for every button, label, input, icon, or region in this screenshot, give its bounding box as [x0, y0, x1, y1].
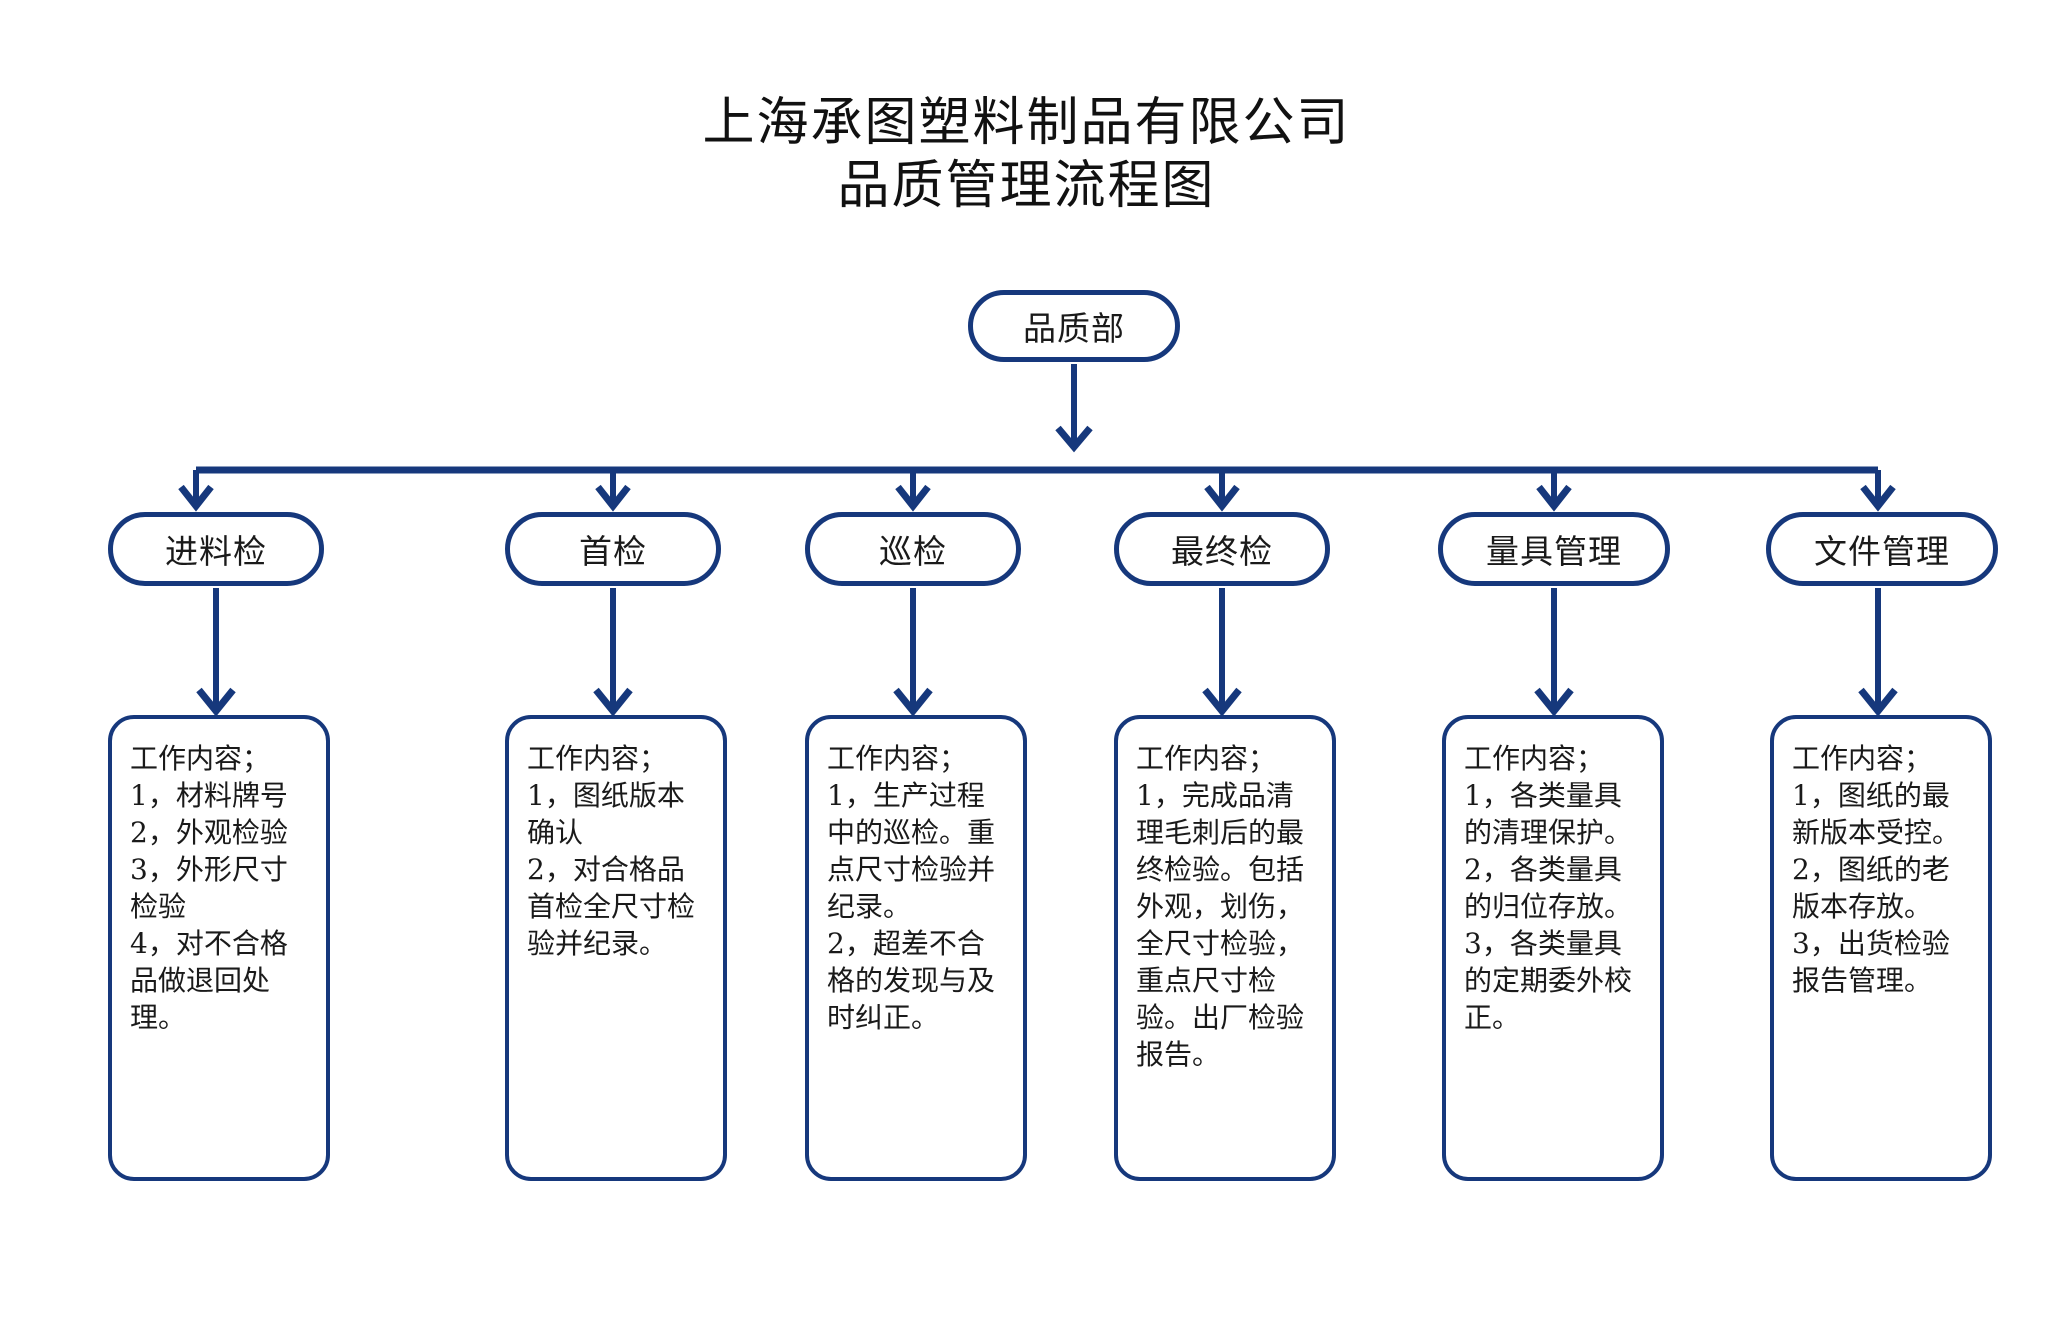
title-line-company: 上海承图塑料制品有限公司 — [702, 93, 1351, 153]
node-gauge-management[interactable]: 量具管理 — [1438, 512, 1670, 586]
arrowhead-drop-4 — [1204, 484, 1240, 512]
page-title: 上海承图塑料制品有限公司 品质管理流程图 — [0, 92, 2053, 219]
detail-text-gauge-management: 工作内容； 1，各类量具的清理保护。 2，各类量具的归位存放。 3，各类量具的定… — [1464, 742, 1633, 1034]
detail-text-patrol-inspection: 工作内容； 1，生产过程中的巡检。重点尺寸检验并纪录。 2，超差不合格的发现与及… — [827, 742, 996, 1034]
arrowhead-detail-5 — [1534, 687, 1574, 717]
detail-box-final-inspection: 工作内容； 1，完成品清理毛刺后的最终检验。包括外观，划伤，全尺寸检验，重点尺寸… — [1114, 715, 1336, 1181]
detail-text-incoming-inspection: 工作内容； 1，材料牌号 2，外观检验 3，外形尺寸检验 4，对不合格品做退回处… — [130, 742, 288, 1034]
detail-box-first-article-inspection: 工作内容； 1，图纸版本确认 2，对合格品首检全尺寸检验并纪录。 — [505, 715, 727, 1181]
node-label-first-article-inspection: 首检 — [579, 532, 647, 571]
detail-box-document-management: 工作内容； 1，图纸的最新版本受控。 2，图纸的老版本存放。 3，出货检验报告管… — [1770, 715, 1992, 1181]
arrowhead-drop-1 — [178, 484, 214, 512]
arrowhead-detail-4 — [1202, 687, 1242, 717]
node-label-gauge-management: 量具管理 — [1486, 532, 1622, 571]
arrowhead-detail-3 — [893, 687, 933, 717]
arrowhead-detail-6 — [1858, 687, 1898, 717]
node-label-document-management: 文件管理 — [1814, 532, 1950, 571]
arrowhead-drop-3 — [895, 484, 931, 512]
arrowhead-drop-5 — [1536, 484, 1572, 512]
node-patrol-inspection[interactable]: 巡检 — [805, 512, 1021, 586]
node-first-article-inspection[interactable]: 首检 — [505, 512, 721, 586]
node-document-management[interactable]: 文件管理 — [1766, 512, 1998, 586]
detail-box-gauge-management: 工作内容； 1，各类量具的清理保护。 2，各类量具的归位存放。 3，各类量具的定… — [1442, 715, 1664, 1181]
title-line-subject: 品质管理流程图 — [837, 156, 1216, 217]
node-root-label: 品质部 — [1023, 309, 1125, 348]
node-label-incoming-inspection: 进料检 — [165, 532, 267, 571]
node-label-final-inspection: 最终检 — [1171, 532, 1273, 571]
arrowhead-drop-6 — [1860, 484, 1896, 512]
node-incoming-inspection[interactable]: 进料检 — [108, 512, 324, 586]
detail-box-incoming-inspection: 工作内容； 1，材料牌号 2，外观检验 3，外形尺寸检验 4，对不合格品做退回处… — [108, 715, 330, 1181]
arrowhead-detail-1 — [196, 687, 236, 717]
detail-text-final-inspection: 工作内容； 1，完成品清理毛刺后的最终检验。包括外观，划伤，全尺寸检验，重点尺寸… — [1136, 742, 1305, 1071]
node-label-patrol-inspection: 巡检 — [879, 532, 947, 571]
detail-text-document-management: 工作内容； 1，图纸的最新版本受控。 2，图纸的老版本存放。 3，出货检验报告管… — [1792, 742, 1961, 997]
detail-text-first-article-inspection: 工作内容； 1，图纸版本确认 2，对合格品首检全尺寸检验并纪录。 — [527, 742, 696, 960]
arrowhead-detail-2 — [593, 687, 633, 717]
arrowhead-root-stem — [1055, 425, 1093, 453]
node-final-inspection[interactable]: 最终检 — [1114, 512, 1330, 586]
arrowhead-drop-2 — [595, 484, 631, 512]
node-root-quality-dept[interactable]: 品质部 — [968, 290, 1180, 362]
detail-box-patrol-inspection: 工作内容； 1，生产过程中的巡检。重点尺寸检验并纪录。 2，超差不合格的发现与及… — [805, 715, 1027, 1181]
